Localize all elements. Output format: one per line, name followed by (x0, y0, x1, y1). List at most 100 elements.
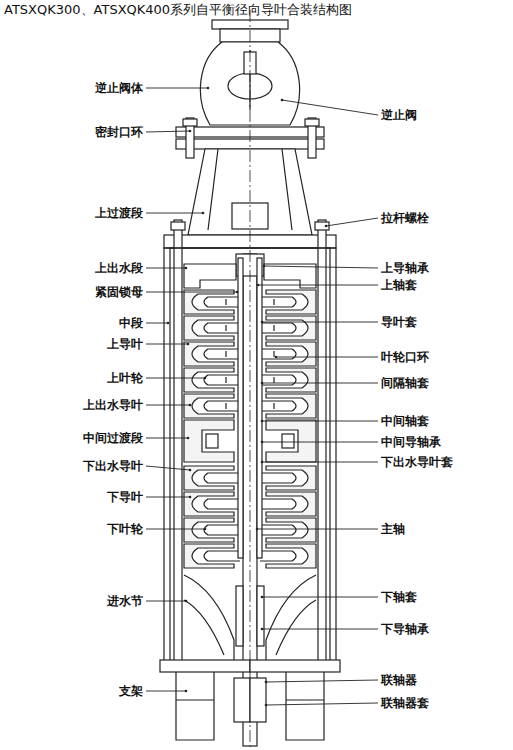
leader-dot (265, 681, 268, 684)
bottom-flange (160, 660, 250, 672)
impeller (204, 401, 240, 411)
leader-dot (257, 284, 260, 287)
leader-line (146, 405, 190, 406)
leader-line (146, 268, 186, 269)
tie-bolt (318, 220, 326, 666)
pump-body (164, 10, 336, 748)
leader-dot (167, 322, 170, 325)
leader-line (146, 497, 190, 498)
inlet-rib (184, 600, 224, 655)
impeller (204, 297, 240, 307)
part-label: 进水节 (106, 593, 144, 609)
leader-dot (261, 420, 264, 423)
coupling (234, 678, 250, 722)
leader-dot (261, 382, 264, 385)
leader-line (262, 629, 378, 630)
leader-line (262, 322, 378, 323)
impeller (204, 323, 240, 333)
impeller-ring (273, 299, 274, 305)
shaft-sleeve (238, 258, 243, 558)
leader-line (146, 378, 205, 379)
leader-line (282, 100, 378, 115)
part-label: 逆止阀体 (94, 80, 144, 96)
leader-dot (261, 321, 264, 324)
part-label: 中间过渡段 (82, 430, 144, 446)
part-label: 上叶轮 (106, 370, 144, 386)
leader-dot (204, 377, 207, 380)
coupling (250, 678, 266, 722)
leader-line (266, 703, 378, 705)
impeller (204, 349, 240, 359)
part-label: 上过渡段 (94, 205, 144, 221)
leader-dot (189, 496, 192, 499)
impeller (204, 525, 240, 535)
impeller (260, 473, 296, 483)
impeller-ring (273, 403, 274, 409)
impeller-ring (225, 351, 226, 357)
part-label: 下叶轮 (106, 521, 144, 537)
leader-dot (204, 528, 207, 531)
leader-line (146, 529, 205, 530)
part-label: 上导叶 (106, 336, 144, 352)
impeller-ring (225, 325, 226, 331)
part-label: 下导叶 (106, 489, 144, 505)
part-label: 上出水段 (94, 260, 144, 276)
upper-outlet-section (184, 264, 236, 288)
shaft-sleeve (257, 258, 262, 558)
leader-dot (185, 600, 188, 603)
part-label: 联轴器套 (380, 695, 430, 711)
part-label: 间隔轴套 (380, 375, 430, 391)
leader-dot (202, 212, 205, 215)
leader-dot (325, 225, 328, 228)
middle-transition (184, 420, 234, 462)
part-label: 下出水导叶 (82, 458, 144, 474)
part-label: 联轴器 (380, 672, 418, 688)
impeller (260, 499, 296, 509)
leader-dot (185, 690, 188, 693)
leader-line (257, 529, 378, 530)
leader-line (146, 88, 208, 89)
leader-line (262, 597, 378, 598)
leader-line (146, 323, 168, 324)
impeller-ring (225, 377, 226, 383)
bypass-window (206, 434, 218, 448)
leader-line (146, 601, 186, 602)
right-half (250, 258, 340, 740)
leader-dot (236, 291, 239, 294)
part-label: 叶轮口环 (380, 349, 430, 365)
leader-line (264, 266, 378, 268)
leader-dot (189, 130, 192, 133)
tie-nut (315, 222, 329, 230)
bypass-window (282, 434, 294, 448)
middle-transition (266, 420, 316, 462)
leader-dot (187, 343, 190, 346)
bolt-nut (305, 119, 319, 126)
leader-line (146, 344, 188, 345)
impeller (260, 551, 296, 561)
title: ATSXQK300、ATSXQK400系列自平衡径向导叶合装结构图 (4, 2, 352, 18)
part-label: 下导轴承 (380, 621, 430, 637)
leader-line (146, 131, 190, 132)
leader-line (262, 383, 378, 384)
leader-dot (261, 628, 264, 631)
impeller (204, 499, 240, 509)
part-label: 下轴套 (380, 589, 418, 605)
impeller (260, 297, 296, 307)
leader-dot (261, 461, 264, 464)
lower-bearing (257, 586, 264, 646)
leader-lines (146, 87, 378, 707)
leader-dot (265, 704, 268, 707)
leader-dot (207, 87, 210, 90)
impeller-ring (273, 351, 274, 357)
impeller (204, 551, 240, 561)
leader-dot (281, 99, 284, 102)
impeller-ring (273, 377, 274, 383)
support-leg (286, 672, 324, 740)
part-label: 导叶套 (380, 314, 418, 330)
tie-bolt (174, 220, 182, 666)
impeller (260, 375, 296, 385)
lower-bearing (236, 586, 243, 646)
leader-line (262, 421, 378, 422)
left-half (160, 258, 250, 740)
